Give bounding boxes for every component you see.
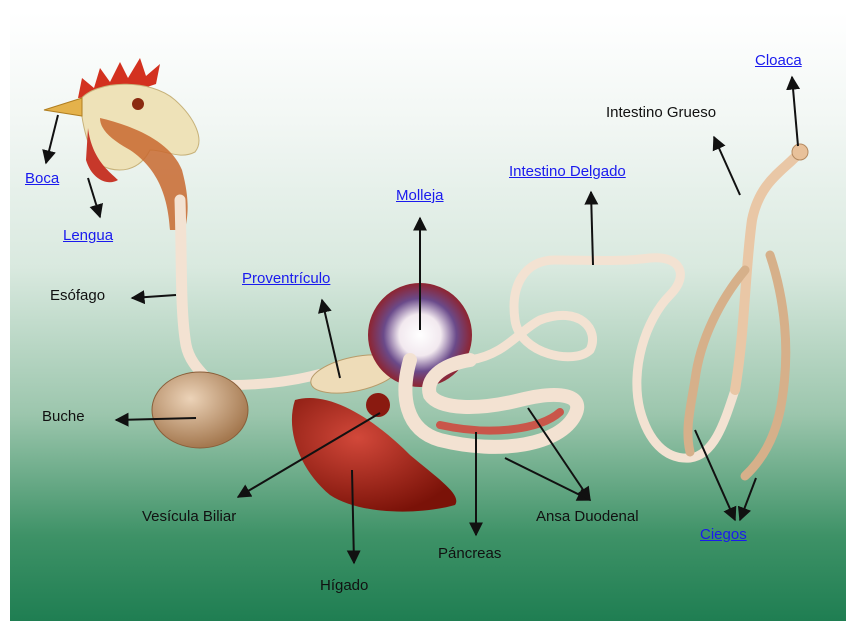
arrow-intestino-delgado xyxy=(591,192,593,265)
arrow-lengua xyxy=(88,178,100,217)
esophagus-lower xyxy=(230,374,320,385)
label-lengua[interactable]: Lengua xyxy=(63,227,113,244)
crop xyxy=(152,372,248,448)
label-vesicula-biliar: Vesícula Biliar xyxy=(142,508,236,525)
label-esofago: Esófago xyxy=(50,287,105,304)
arrow-esofago xyxy=(132,295,176,298)
esophagus xyxy=(180,200,212,385)
label-molleja[interactable]: Molleja xyxy=(396,187,444,204)
label-proventriculo[interactable]: Proventrículo xyxy=(242,270,330,287)
label-boca[interactable]: Boca xyxy=(25,170,59,187)
arrow-intestino-grueso xyxy=(714,137,740,195)
arrow-cloaca xyxy=(792,77,798,146)
label-intestino-delgado[interactable]: Intestino Delgado xyxy=(509,163,626,180)
arrow-ansa-duodenal-2 xyxy=(528,408,590,500)
cloaca xyxy=(792,144,808,160)
label-ansa-duodenal: Ansa Duodenal xyxy=(536,508,639,525)
label-higado: Hígado xyxy=(320,577,368,594)
beak xyxy=(44,98,82,116)
cecum-right xyxy=(745,255,786,476)
label-intestino-grueso: Intestino Grueso xyxy=(606,104,716,121)
label-ciegos[interactable]: Ciegos xyxy=(700,526,747,543)
arrow-ansa-duodenal-1 xyxy=(505,458,590,500)
label-buche: Buche xyxy=(42,408,85,425)
arrow-boca xyxy=(46,115,58,163)
label-cloaca[interactable]: Cloaca xyxy=(755,52,802,69)
arrow-ciegos-2 xyxy=(740,478,756,520)
eye xyxy=(132,98,144,110)
label-pancreas: Páncreas xyxy=(438,545,501,562)
